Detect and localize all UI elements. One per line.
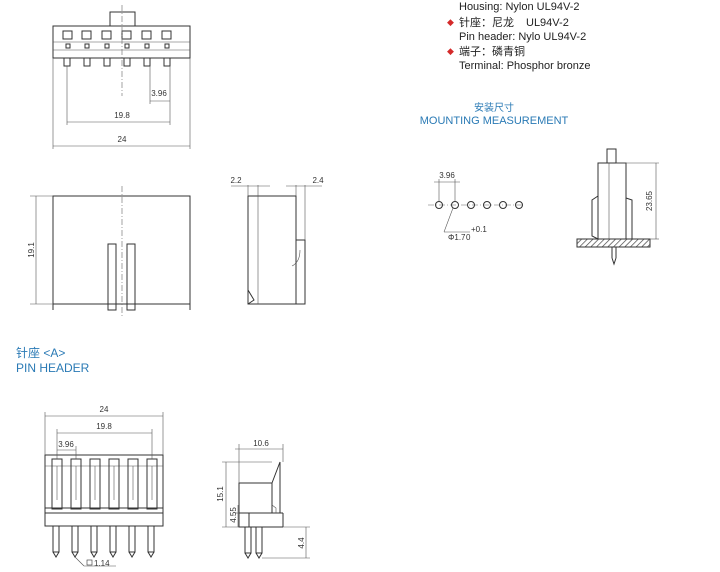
dim-header-span: 19.8 (96, 422, 112, 431)
spec-terminal: Terminal: Phosphor bronze (459, 60, 590, 72)
pin-header-title-en: PIN HEADER (16, 361, 90, 375)
pin-header-side-view: 10.6 15.1 4.55 4.4 (216, 439, 310, 559)
mounting-title-cn: 安装尺寸 (474, 101, 514, 114)
pin-header-title-cn: 针座 <A> (16, 345, 65, 360)
housing-side-view: 2.2 2.4 (230, 176, 324, 305)
bullet-icon: ◆ (447, 46, 454, 56)
mounting-title-en: MOUNTING MEASUREMENT (420, 115, 569, 127)
dim-header-pitch: 3.96 (58, 440, 74, 449)
dim-pin-length: 4.4 (297, 537, 306, 549)
dim-width: 24 (118, 135, 127, 144)
dim-side-height: 15.1 (216, 486, 225, 502)
spec-terminal-cn: 端子：磷青铜 (459, 44, 525, 58)
housing-front-view: 19.1 (27, 186, 191, 316)
dim-hole-pitch: 3.96 (439, 171, 455, 180)
dim-header-width: 24 (100, 405, 109, 414)
housing-latches (63, 57, 171, 67)
dim-mount-height: 23.65 (645, 190, 654, 211)
dim-side-base: 4.55 (229, 507, 238, 523)
dim-side-left: 2.2 (230, 176, 242, 185)
dim-height: 19.1 (27, 242, 36, 258)
dim-span: 19.8 (114, 111, 130, 120)
bullet-icon: ◆ (447, 17, 454, 27)
dim-side-depth: 10.6 (253, 439, 269, 448)
dim-pin-size: 1.14 (94, 559, 110, 568)
spec-pin-header: Pin header: Nylo UL94V-2 (459, 31, 586, 43)
housing-top-view: 3.96 19.8 24 (52, 5, 191, 149)
dim-hole-tol-upper: +0.1 (471, 225, 487, 234)
spec-housing: Housing: Nylon UL94V-2 (459, 1, 579, 13)
mounting-side-view: 23.65 (576, 148, 659, 266)
dim-side-right: 2.4 (312, 176, 324, 185)
dim-hole-tol-lower: 0 (466, 233, 471, 242)
pin-header-front-view: 24 19.8 3.96 1.14 (44, 405, 164, 568)
dim-hole-dia: Φ1.7 (448, 233, 466, 242)
dim-pitch: 3.96 (151, 89, 167, 98)
housing-cavities (62, 30, 172, 49)
mounting-holes: 3.96 Φ1.7 +0.1 0 (428, 171, 524, 242)
